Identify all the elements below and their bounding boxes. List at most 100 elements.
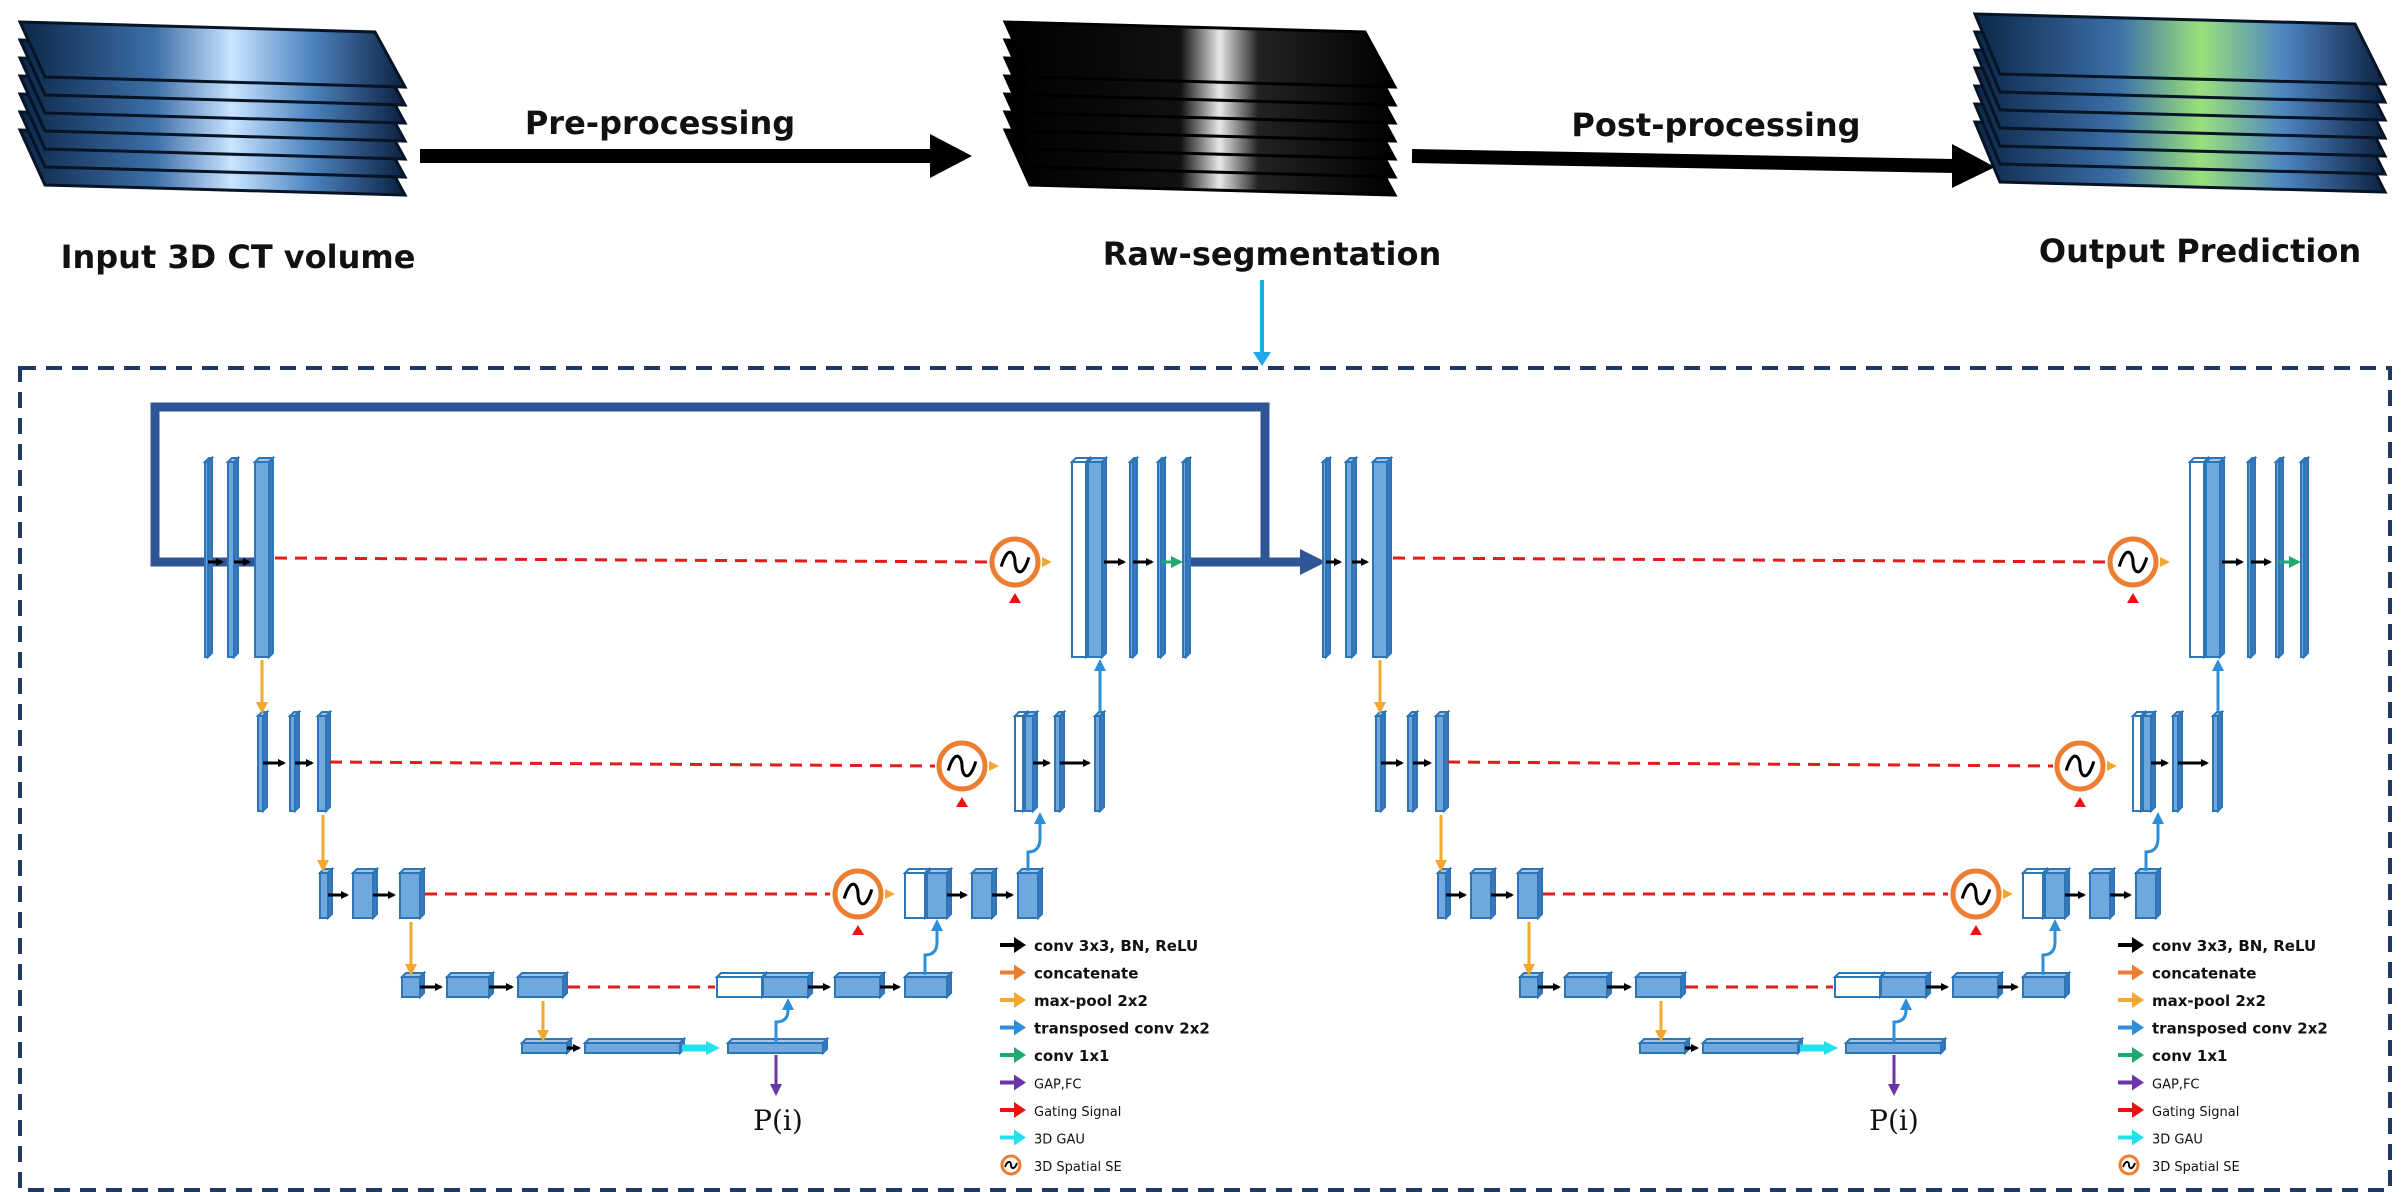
feature-block [902, 866, 932, 921]
feature-block [397, 866, 427, 921]
upconv-arrow [923, 919, 943, 975]
feature-block [2273, 455, 2286, 660]
feature-block [2298, 455, 2311, 660]
gating-signal-icon [2127, 593, 2139, 603]
feature-block [1950, 970, 2005, 1000]
output-prediction-stack [1972, 12, 2388, 194]
feature-block [202, 455, 215, 660]
cascade-skip-loop [150, 402, 1326, 575]
legend-label: transposed conv 2x2 [1034, 1020, 1210, 1038]
arrow-icon [2118, 1129, 2144, 1146]
arrow-icon [2118, 1019, 2144, 1036]
feature-block [1085, 455, 1109, 660]
upconv-arrow [1892, 998, 1912, 1043]
feature-block [1832, 970, 1887, 1000]
legend-label: conv 3x3, BN, ReLU [1034, 937, 1198, 955]
arrow-icon [2118, 1074, 2144, 1091]
legend-label: 3D GAU [2152, 1133, 2203, 1148]
input-label: Input 3D CT volume [61, 238, 416, 276]
arrow-icon [1000, 1074, 1026, 1091]
legend-label: conv 1x1 [2152, 1047, 2227, 1065]
feature-block [714, 970, 769, 1000]
legend-item: concatenate [1000, 964, 1138, 983]
legend-label: conv 1x1 [1034, 1047, 1109, 1065]
postprocess-arrow [1411, 144, 1995, 188]
feature-block [1562, 970, 1614, 1000]
raw-to-network-arrow [1253, 280, 1271, 366]
legend-item: transposed conv 2x2 [2118, 1019, 2328, 1038]
feature-block [924, 866, 954, 921]
feature-block [1878, 970, 1933, 1000]
gating-line [274, 556, 991, 564]
feature-block [2210, 709, 2225, 814]
spatial-se-icon [2054, 740, 2117, 807]
spatial-se-icon [2118, 1154, 2140, 1176]
feature-block [1180, 455, 1193, 660]
legend-label: transposed conv 2x2 [2152, 1020, 2328, 1038]
prob-label-1: P(i) [753, 1104, 803, 1137]
legend-label: Gating Signal [1034, 1105, 1121, 1120]
legend-label: 3D GAU [1034, 1133, 1085, 1148]
legend-item: concatenate [2118, 964, 2256, 983]
prob-label-2: P(i) [1869, 1104, 1919, 1137]
legend-item: GAP,FC [1000, 1074, 1082, 1093]
legend-item: 3D Spatial SE [1000, 1154, 1122, 1176]
output-label: Output Prediction [2039, 232, 2361, 270]
arrow-icon [1000, 937, 1026, 953]
arrow-icon [2118, 1047, 2144, 1063]
spatial-se-icon [1000, 1154, 1022, 1176]
legend-item: conv 1x1 [2118, 1047, 2227, 1065]
feature-block [225, 455, 241, 660]
legend-label: max-pool 2x2 [2152, 992, 2266, 1010]
legend-label: concatenate [2152, 965, 2256, 983]
arrow-icon [1000, 1019, 1026, 1036]
arrow-icon [2118, 992, 2144, 1008]
gating-signal-icon [852, 925, 864, 935]
feature-block [1015, 866, 1045, 921]
preprocess-arrow [420, 134, 972, 178]
feature-block [2133, 866, 2163, 921]
legend-label: max-pool 2x2 [1034, 992, 1148, 1010]
unet-stage-2 [1320, 455, 2311, 1096]
arrow-icon [2118, 964, 2144, 981]
feature-block [2087, 866, 2117, 921]
upconv-arrow [1026, 812, 1046, 871]
legend-item: 3D GAU [2118, 1129, 2203, 1148]
feature-block [515, 970, 570, 1000]
feature-block [1370, 455, 1394, 660]
legend-item: max-pool 2x2 [2118, 992, 2266, 1010]
feature-block [832, 970, 887, 1000]
feature-block [1433, 709, 1451, 814]
arrow-icon [2118, 937, 2144, 953]
legend-item: Gating Signal [1000, 1102, 1121, 1120]
feature-block [1155, 455, 1168, 660]
legend-item: Gating Signal [2118, 1102, 2239, 1120]
feature-block [1637, 1036, 1692, 1056]
legend-item: 3D GAU [1000, 1129, 1085, 1148]
preprocess-label: Pre-processing [525, 104, 795, 142]
feature-block [1343, 455, 1359, 660]
gating-signal-icon [2074, 797, 2086, 807]
spatial-se-icon [2107, 536, 2170, 603]
gating-line [329, 760, 936, 768]
legend-label: GAP,FC [1034, 1078, 1082, 1093]
feature-block [2203, 455, 2227, 660]
gating-line [1447, 760, 2054, 768]
legend-label: Gating Signal [2152, 1105, 2239, 1120]
legend-item: GAP,FC [2118, 1074, 2200, 1093]
feature-block [1700, 1036, 1805, 1056]
arrow-icon [1000, 1047, 1026, 1063]
upconv-arrow [2041, 919, 2061, 975]
postprocess-label: Post-processing [1571, 106, 1860, 144]
feature-block [1127, 455, 1140, 660]
feature-block [760, 970, 815, 1000]
arrow-icon [1000, 1102, 1026, 1118]
feature-block [582, 1036, 687, 1056]
arrow-icon [1000, 1129, 1026, 1146]
feature-block [1468, 866, 1498, 921]
legend-item: transposed conv 2x2 [1000, 1019, 1210, 1038]
raw-segmentation-stack [1002, 20, 1398, 197]
feature-block [1517, 970, 1545, 1000]
feature-block [2020, 866, 2050, 921]
